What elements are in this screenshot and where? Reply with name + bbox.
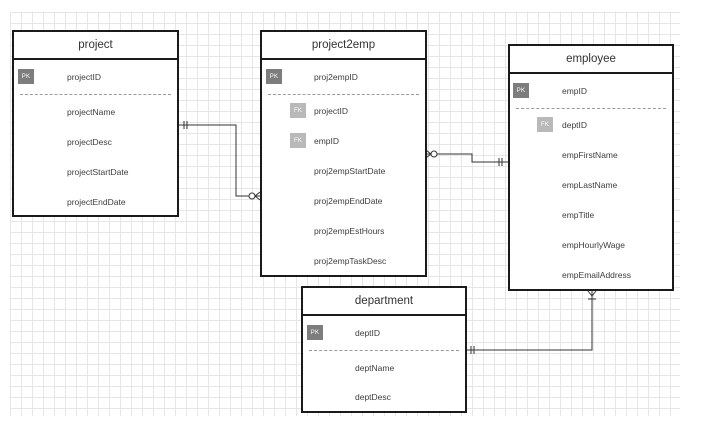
field: proj2empTaskDesc xyxy=(314,256,387,266)
entity-department[interactable]: department PK deptID deptName deptDesc xyxy=(301,286,467,413)
fk-field: empID xyxy=(314,136,340,146)
key-divider xyxy=(268,94,419,95)
entity-title: department xyxy=(303,288,465,316)
field: proj2empEndDate xyxy=(314,196,383,206)
field: empLastName xyxy=(562,180,618,190)
field: proj2empEstHours xyxy=(314,226,385,236)
entity-title: project2emp xyxy=(262,32,425,60)
field: empFirstName xyxy=(562,150,618,160)
pk-badge: PK xyxy=(307,325,323,340)
field: empTitle xyxy=(562,210,595,220)
pk-field: proj2empID xyxy=(314,72,358,82)
field: proj2empStartDate xyxy=(314,166,386,176)
key-divider xyxy=(309,350,459,351)
fk-field: projectID xyxy=(314,106,349,116)
pk-field: empID xyxy=(562,86,588,96)
field: empEmailAddress xyxy=(562,270,631,280)
field: projectDesc xyxy=(67,137,112,147)
field: projectEndDate xyxy=(67,197,126,207)
fk-badge: FK xyxy=(290,133,306,148)
fk-badge: FK xyxy=(290,103,306,118)
key-divider xyxy=(20,94,171,95)
entity-title: employee xyxy=(510,46,672,74)
entity-employee[interactable]: employee PK empID FK deptID empFirstName… xyxy=(508,44,674,291)
pk-badge: PK xyxy=(18,69,34,84)
pk-field: projectID xyxy=(67,72,102,82)
entity-project2emp[interactable]: project2emp PK proj2empID FK projectID F… xyxy=(260,30,427,277)
fk-badge: FK xyxy=(537,117,553,132)
entity-title: project xyxy=(14,32,177,60)
entity-project[interactable]: project PK projectID projectName project… xyxy=(12,30,179,217)
fk-field: deptID xyxy=(562,120,588,130)
pk-field: deptID xyxy=(355,328,381,338)
field: projectName xyxy=(67,107,116,117)
field: empHourlyWage xyxy=(562,240,625,250)
pk-badge: PK xyxy=(513,83,529,98)
field: deptDesc xyxy=(355,392,391,402)
field: deptName xyxy=(355,363,395,373)
pk-badge: PK xyxy=(266,69,282,84)
field: projectStartDate xyxy=(67,167,129,177)
key-divider xyxy=(516,108,666,109)
